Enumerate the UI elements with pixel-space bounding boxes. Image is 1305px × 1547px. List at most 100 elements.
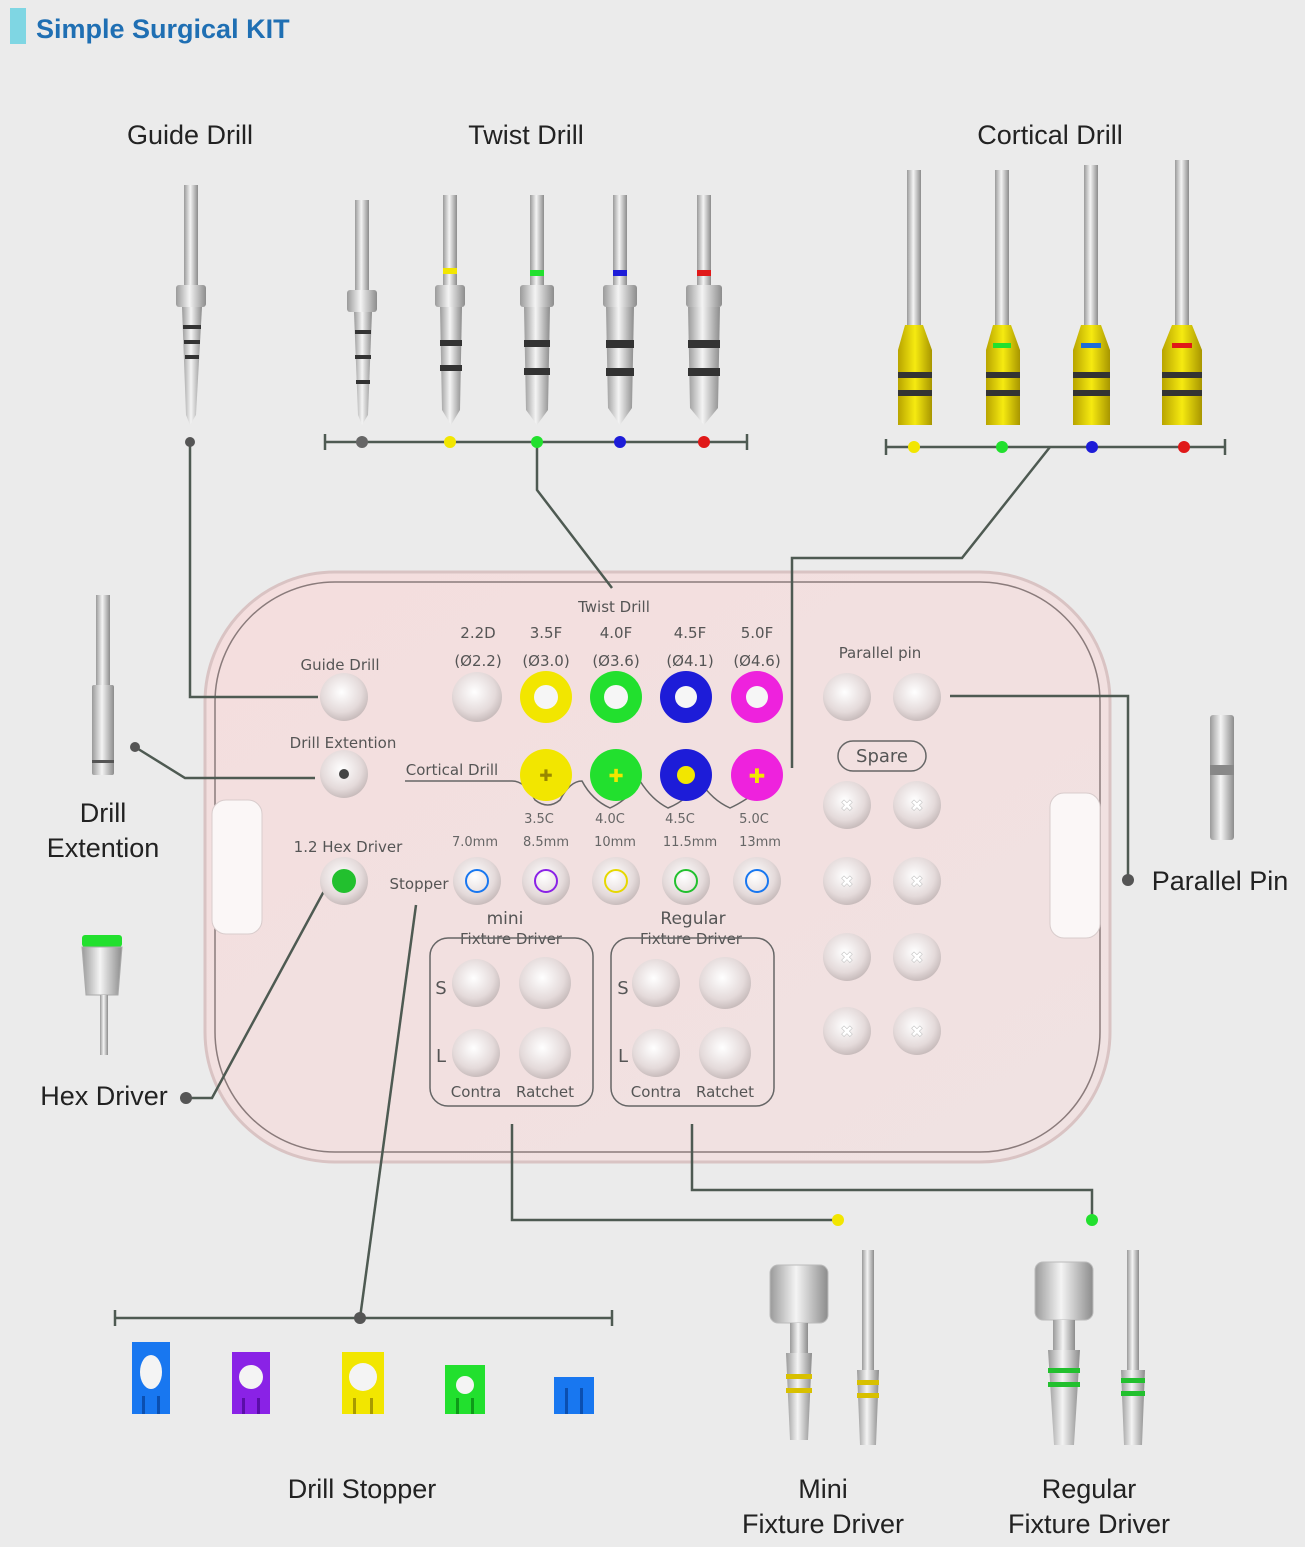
tray-stopper-length-1: 8.5mm [523,835,569,850]
svg-text:✖: ✖ [910,874,923,891]
label-hex-driver: Hex Driver [40,1081,168,1111]
label-mini-fixture-driver-line1: Mini [798,1474,848,1504]
cortical-drill-4.0C [986,170,1020,425]
label-twist-drill: Twist Drill [468,120,584,150]
tray-label-stopper: Stopper [389,875,449,893]
tray-twist-dia-2: (Ø3.6) [592,652,639,670]
socket-spare [823,857,871,905]
label-cortical-drill: Cortical Drill [977,120,1123,150]
label-mini-fixture-driver-line2: Fixture Driver [742,1509,904,1539]
svg-text:✖: ✖ [840,798,853,815]
socket-regular-l-contra [632,1029,680,1077]
socket-stopper-3 [662,857,710,905]
tray-handle-left [211,799,263,935]
stopper-blue-small [554,1377,594,1414]
dot-yellow [908,441,920,453]
guide-drill-tool [176,185,206,425]
socket-stopper-0 [453,857,501,905]
svg-text:✖: ✖ [840,874,853,891]
socket-spare [893,857,941,905]
dot-blue [614,436,626,448]
mini-fixture-driver-contra [857,1250,879,1445]
twist-drill-tools [347,195,722,425]
tray-stopper-length-2: 10mm [594,835,636,850]
socket-spare [823,933,871,981]
socket-mini-s-contra [452,959,500,1007]
tray-regular-ratchet: Ratchet [696,1083,754,1101]
socket-mini-l-contra [452,1029,500,1077]
tray-label-twist-header: Twist Drill [577,598,650,616]
tray-label-hex-driver: 1.2 Hex Driver [294,838,404,856]
socket-stopper-2 [592,857,640,905]
tray-cortical-size-1: 4.0C [595,812,625,827]
parallel-pin-tool [1210,715,1234,840]
socket-regular-s-contra [632,959,680,1007]
label-regular-fixture-driver-line1: Regular [1042,1474,1137,1504]
svg-text:✖: ✖ [840,1024,853,1041]
tray-twist-size-0: 2.2D [460,624,495,642]
regular-fixture-driver-tools [1034,1250,1145,1445]
tray-label-guide-drill: Guide Drill [300,656,379,674]
socket-regular-l-ratchet [699,1027,751,1079]
socket-regular-s-ratchet [699,957,751,1009]
tray-stopper-length-3: 11.5mm [663,835,717,850]
tray-labels: Guide Drill Drill Extention 1.2 Hex Driv… [290,598,927,1101]
tray-regular-fixture-box [610,937,775,1107]
tray-regular-contra: Contra [631,1083,681,1101]
socket-spare [893,1007,941,1055]
label-drill-stopper: Drill Stopper [288,1474,437,1504]
socket-spare [823,781,871,829]
svg-text:✚: ✚ [749,766,766,788]
socket-stopper-1 [522,857,570,905]
dot-green [531,436,543,448]
tray-twist-size-4: 5.0F [741,624,773,642]
cortical-drill-5.0C [1162,160,1202,425]
socket-parallel-pin-2 [893,673,941,721]
tray-mini-fixture-box [429,937,594,1107]
socket-stopper-4 [733,857,781,905]
label-drill-extention-line2: Extention [47,833,160,863]
dot-red [698,436,710,448]
twist-drill-4.5F [603,195,637,425]
tray-stopper-length-0: 7.0mm [452,835,498,850]
svg-text:✚: ✚ [539,768,552,785]
twist-drill-3.5F [435,195,465,425]
hex-driver-tool [81,935,123,1055]
socket-cortical-4.0C [590,749,642,801]
dot-red [1178,441,1190,453]
tray-twist-size-3: 4.5F [674,624,706,642]
socket-cortical-5.0C [731,749,783,801]
page-title: Simple Surgical KIT [36,14,290,44]
mini-fixture-driver-tools [769,1250,879,1445]
twist-drill-2.2D [347,200,377,425]
svg-text:✖: ✖ [840,950,853,967]
socket-spare [823,1007,871,1055]
label-regular-fixture-driver-line2: Fixture Driver [1008,1509,1170,1539]
socket-cortical-3.5C [520,749,572,801]
tray-label-mini: mini [487,909,524,929]
tray-mini-s: S [435,978,446,999]
stopper-yellow [342,1352,384,1414]
svg-text:✖: ✖ [910,1024,923,1041]
tray-cortical-size-3: 5.0C [739,812,769,827]
tray-regular-s: S [617,978,628,999]
tray-sockets: ✚ ✚ ✚ ✖ ✖ ✖ ✖ ✖ ✖ ✖ ✖ [320,671,941,1079]
dot-gray [356,436,368,448]
tray-label-parallel-pin: Parallel pin [839,644,922,662]
cortical-drill-3.5C [898,170,932,425]
tray-label-regular: Regular [660,909,725,929]
socket-twist-2.2D [452,672,502,722]
tray-twist-size-2: 4.0F [600,624,632,642]
tray-twist-dia-1: (Ø3.0) [522,652,569,670]
twist-axis-dots [356,436,710,448]
tray-spare-badge [837,740,927,772]
tray-regular-l: L [618,1046,628,1067]
socket-parallel-pin-1 [823,673,871,721]
tray-label-regular-fixture-driver: Fixture Driver [640,930,743,948]
socket-spare [893,933,941,981]
drill-stoppers [132,1342,594,1414]
label-parallel-pin: Parallel Pin [1152,866,1289,896]
tray-cortical-size-0: 3.5C [524,812,554,827]
tray-twist-size-1: 3.5F [530,624,562,642]
tray-mini-l: L [436,1046,446,1067]
